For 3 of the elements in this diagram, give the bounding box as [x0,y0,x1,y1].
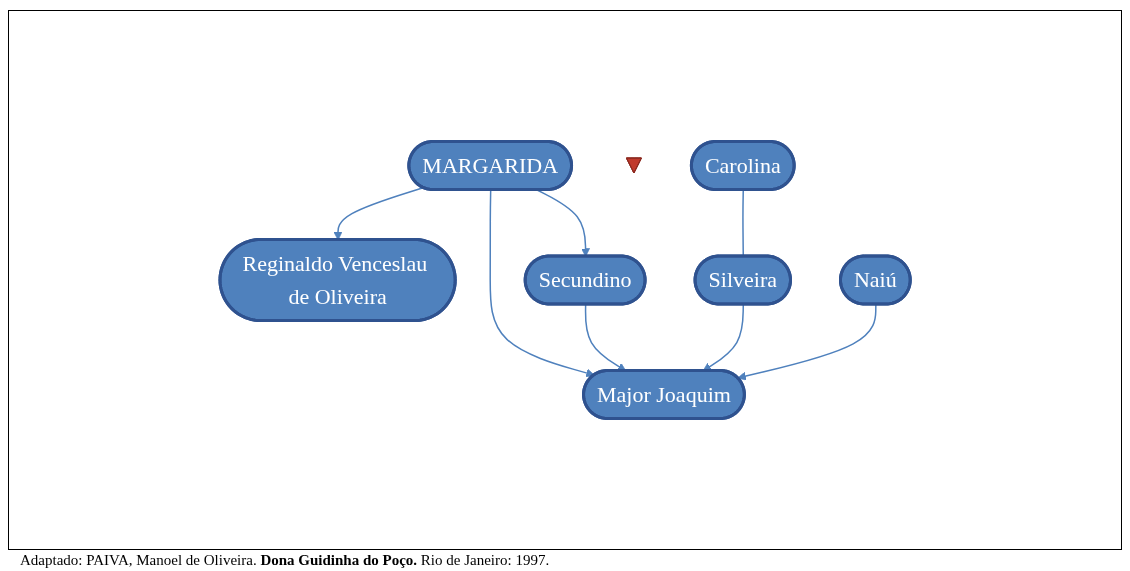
arrow [489,189,595,378]
caption: Adaptado: PAIVA, Manoel de Oliveira. Dona Guidinha do Poço. Rio de Janeiro: 1997. [19,551,551,570]
arrow [536,189,590,257]
